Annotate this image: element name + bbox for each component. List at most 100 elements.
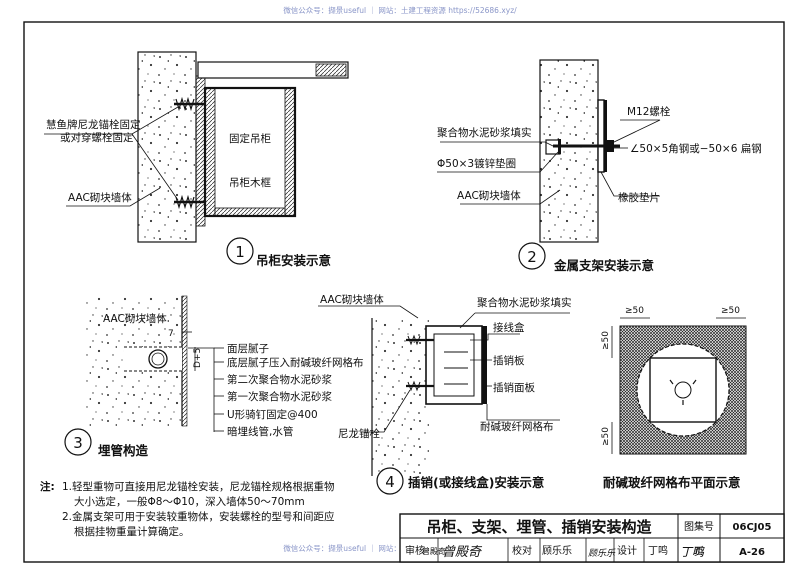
layer-4: 第一次聚合物水泥砂浆: [227, 390, 332, 403]
rubber-pad: [597, 99, 605, 173]
bolt-label: M12螺栓: [627, 105, 671, 118]
note-line-4: 根据挂物重量计算确定。: [74, 525, 190, 538]
nylon-anchor-upper: [406, 334, 434, 346]
title-block: 吊柜、支架、埋管、插销安装构造 图集号 06CJ05 审核 曾殿奇 曾殿奇 校对…: [399, 513, 785, 563]
dim-2: ≥50: [721, 306, 740, 316]
detail-3-number-circle: [64, 428, 92, 456]
layer-leaders: [188, 347, 224, 432]
leader-mortar-2: [440, 141, 554, 147]
washer-label: Φ50×3镀锌垫圈: [437, 157, 516, 170]
detail-4-number: 4: [385, 473, 395, 491]
layer-5: U形骑钉固定@400: [227, 408, 318, 421]
wall-label-4: AAC砌块墙体: [320, 293, 384, 306]
detail-4-number-circle: [376, 467, 404, 495]
frame-side-right: [284, 87, 296, 217]
dim-top: 7: [168, 329, 174, 339]
aac-wall-1: [137, 51, 197, 243]
plaster-layer-1: [195, 75, 206, 227]
layer-2: 底层腻子压入耐碱玻纤网格布: [227, 356, 364, 369]
designer-signature: 丁鸣: [680, 545, 705, 559]
page-value: A-26: [739, 547, 765, 558]
layer-3: 第二次聚合物水泥砂浆: [227, 373, 332, 386]
detail-1-title: 吊柜安装示意: [256, 253, 331, 268]
anchor-label-4: 尼龙锚栓: [338, 427, 380, 440]
note-line-3: 2.金属支架可用于安装较重物体，安装螺栓的型号和间距应: [62, 510, 335, 523]
designer-name: 丁鸣: [648, 544, 668, 557]
checker-signature: 顾乐乐: [588, 548, 616, 559]
reviewer-signature: 曾殿奇: [442, 544, 483, 560]
detail-5-mesh-plan: ≥50 ≥50 ≥50 ≥50 耐碱玻纤网格布平面示意: [601, 306, 747, 490]
frame-label: 吊柜木框: [229, 176, 271, 189]
dim-4: ≥50: [601, 427, 611, 446]
detail-1-number: 1: [235, 243, 245, 261]
aac-wall-4: [372, 318, 430, 476]
note-line-1: 1.轻型重物可直接用尼龙锚栓安装，尼龙锚栓规格根据重物: [62, 480, 335, 493]
beam-section: [315, 63, 347, 77]
page-label: 页: [694, 546, 704, 558]
mortar-label-2: 聚合物水泥砂浆填实: [437, 126, 532, 139]
notes-prefix: 注:: [40, 480, 55, 493]
washer: [558, 139, 561, 154]
anchor-bolt-lower: [174, 194, 206, 210]
panel-label: 插销面板: [493, 381, 535, 394]
leader-wall-1: [66, 187, 161, 207]
plaster-3: [181, 295, 188, 427]
wall-label-2: AAC砌块墙体: [457, 189, 521, 202]
box-label: 接线盒: [493, 321, 525, 334]
layer-6: 暗埋线管,水管: [227, 425, 293, 438]
drawing-title: 吊柜、支架、埋管、插销安装构造: [426, 518, 651, 536]
plate-label: 插销板: [493, 354, 525, 367]
socket-panel: [482, 326, 487, 404]
angle-label: ∠50×5角钢或−50×6 扁钢: [630, 142, 762, 155]
leader-bolt: [611, 119, 661, 144]
nut: [607, 140, 614, 152]
frame-bottom: [214, 207, 286, 217]
detail-5-title: 耐碱玻纤网格布平面示意: [603, 475, 741, 490]
anchor-label-2: 或对穿螺栓固定: [60, 131, 134, 144]
atlas-value: 06CJ05: [733, 522, 772, 533]
dim-3: ≥50: [601, 331, 611, 350]
leader-anchor-2: [131, 133, 179, 201]
detail-2-number-circle: [518, 242, 546, 270]
mortar-label-4: 聚合物水泥砂浆填实: [477, 296, 572, 309]
detail-3-conduit: 7 D+5 AAC砌块墙体 面层腻子 底层腻子压入耐碱玻纤网格布 第二次聚合物水…: [64, 295, 364, 458]
cabinet-top-beam: [197, 61, 349, 79]
angle-steel: [604, 100, 607, 172]
detail-1-number-circle: [226, 237, 254, 265]
dim-side: D+5: [193, 348, 203, 368]
detail-3-number: 3: [73, 434, 83, 452]
rubber-label: 橡胶垫片: [618, 191, 660, 204]
wall-label-3: AAC砌块墙体: [103, 312, 167, 325]
socket-plate: [433, 333, 475, 397]
checker-name: 顾乐乐: [542, 545, 572, 557]
detail-2-title: 金属支架安装示意: [553, 258, 654, 273]
anchor-label-1: 慧鱼牌尼龙锚栓固定: [46, 118, 141, 131]
anchor-bolt-upper: [174, 96, 206, 112]
leader-rubber: [600, 171, 660, 197]
leader-wall-2: [460, 189, 561, 205]
cabinet-frame: [203, 86, 297, 218]
notes: 注: 1.轻型重物可直接用尼龙锚栓安装，尼龙锚栓规格根据重物 大小选定，一般Φ8…: [40, 480, 335, 538]
detail-3-title: 埋管构造: [98, 443, 149, 458]
detail-2-bracket: 聚合物水泥砂浆填实 M12螺栓 ∠50×5角钢或−50×6 扁钢 Φ50×3镀锌…: [437, 59, 762, 273]
note-line-2: 大小选定，一般Φ8～Φ10，深入墙体50～70mm: [74, 495, 305, 508]
frame-side-left: [204, 87, 216, 217]
nylon-anchor-lower: [406, 380, 434, 392]
review-label: 审核: [405, 544, 425, 557]
detail-2-number: 2: [527, 248, 537, 266]
detail-4-socket: AAC砌块墙体 聚合物水泥砂浆填实 接线盒 插销板 插销面板 尼龙锚栓 耐碱玻纤…: [318, 293, 572, 495]
detail-1-cabinet: 固定吊柜 吊柜木框 慧鱼牌尼龙锚栓固定 或对穿螺栓固定 AAC砌块墙体 1 吊柜…: [44, 51, 349, 268]
cabinet-label: 固定吊柜: [229, 132, 271, 145]
atlas-label: 图集号: [684, 520, 714, 533]
layer-1: 面层腻子: [227, 343, 269, 355]
leader-washer: [437, 151, 559, 173]
watermark-top: 微信公众号：撷景useful ｜ 网站：土建工程资源 https://52686…: [283, 5, 517, 15]
mesh-label-4: 耐碱玻纤网格布: [480, 420, 554, 433]
wall-label-1: AAC砌块墙体: [68, 191, 132, 204]
design-label: 设计: [617, 544, 637, 557]
reviewer-name: 曾殿奇: [422, 546, 446, 556]
dim-1: ≥50: [625, 306, 644, 316]
check-label: 校对: [512, 544, 532, 557]
